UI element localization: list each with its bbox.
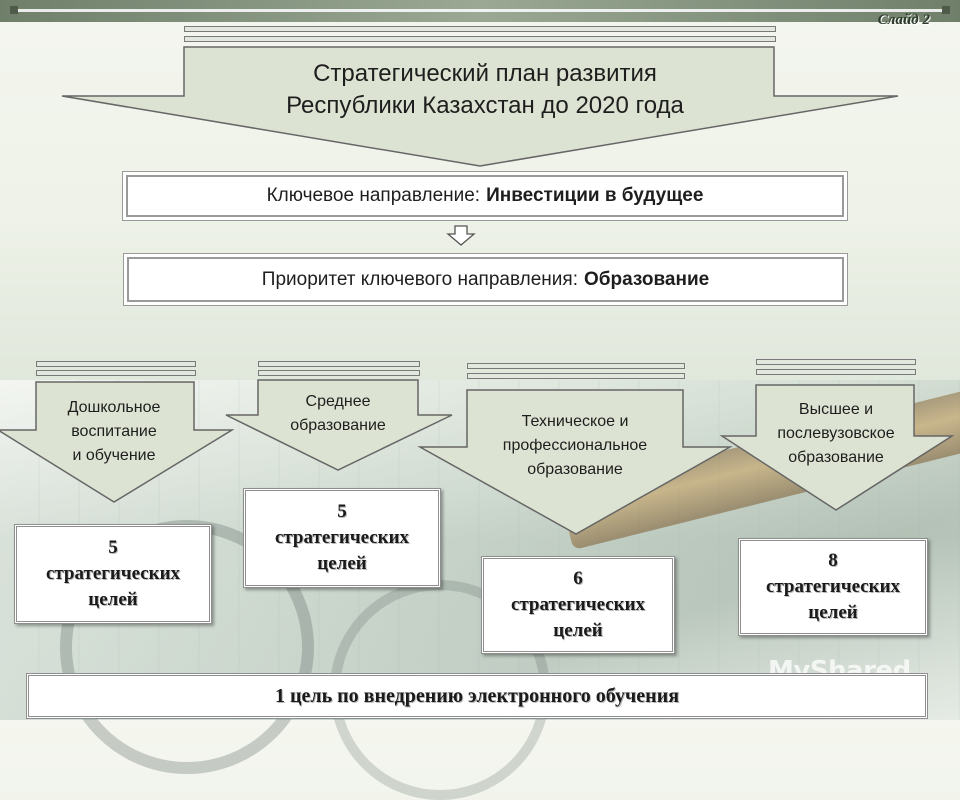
level-line: образование (290, 417, 386, 434)
goals-label: целей (317, 553, 367, 574)
level-text-higher: Высшее и послевузовское образование (756, 398, 916, 470)
level-stripe (36, 361, 196, 367)
level-line: и обучение (72, 447, 156, 464)
goals-label: стратегических (765, 576, 901, 597)
goals-count: 5 (337, 501, 347, 522)
goals-label: стратегических (45, 563, 181, 584)
corner-square-icon (942, 6, 950, 14)
arrow-shapes (0, 46, 955, 535)
elearning-goal-text: 1 цель по внедрению электронного обучени… (274, 684, 680, 707)
level-line: Среднее (305, 393, 371, 410)
level-line: Дошкольное (67, 399, 161, 416)
level-stripe (258, 361, 420, 367)
goals-count: 5 (108, 537, 118, 558)
level-text-secondary: Среднее образование (258, 390, 418, 438)
key-direction-label: Ключевое направление: (266, 185, 481, 206)
level-line: воспитание (71, 423, 157, 440)
level-stripe (36, 370, 196, 376)
level-line: Высшее и (798, 401, 874, 418)
priority-box: Приоритет ключевого направления: Образов… (124, 254, 847, 305)
priority-value: Образование (583, 268, 710, 290)
title-stripe (184, 36, 776, 42)
level-text-preschool: Дошкольное воспитание и обучение (34, 396, 194, 468)
main-title: Стратегический план развития Республики … (190, 58, 780, 122)
goals-label: стратегических (510, 594, 646, 615)
level-stripe (258, 370, 420, 376)
corner-square-icon (10, 6, 18, 14)
title-stripe (184, 26, 776, 32)
level-arrow-higher (719, 384, 955, 511)
goals-label: целей (808, 602, 858, 623)
goals-label: целей (88, 589, 138, 610)
level-line: образование (527, 461, 623, 478)
level-arrow-technical (417, 389, 733, 535)
goals-count: 6 (573, 568, 583, 589)
main-title-arrow (61, 46, 899, 167)
key-direction-value: Инвестиции в будущее (486, 185, 704, 206)
level-stripe (467, 373, 685, 379)
top-decor-bar (0, 0, 960, 22)
level-arrow-secondary (225, 379, 453, 471)
goals-label: стратегических (274, 527, 410, 548)
level-line: Техническое и (521, 413, 629, 430)
level-stripe (756, 359, 916, 365)
level-line: послевузовское (777, 425, 895, 442)
goals-box-higher: 8 стратегических целей (738, 538, 928, 636)
main-title-line: Республики Казахстан до 2020 года (286, 92, 684, 119)
top-decor-line (12, 9, 948, 12)
slide-number: Слайд 2 (877, 12, 930, 28)
level-arrow-preschool (0, 381, 235, 503)
main-title-line: Стратегический план развития (313, 60, 657, 87)
goals-box-technical: 6 стратегических целей (481, 556, 675, 654)
level-line: образование (788, 449, 884, 466)
goals-label: целей (553, 620, 603, 641)
level-stripe (756, 369, 916, 375)
level-line: профессиональное (502, 437, 648, 454)
goals-count: 8 (828, 550, 838, 571)
elearning-goal-box: 1 цель по внедрению электронного обучени… (26, 673, 928, 719)
down-arrow-icon (446, 225, 476, 246)
priority-label: Приоритет ключевого направления: (261, 268, 578, 290)
goals-box-preschool: 5 стратегических целей (14, 524, 212, 624)
level-stripe (467, 363, 685, 369)
key-direction-box: Ключевое направление: Инвестиции в будущ… (123, 172, 847, 220)
goals-box-secondary: 5 стратегических целей (243, 488, 441, 588)
level-text-technical: Техническое и профессиональное образован… (467, 410, 683, 482)
